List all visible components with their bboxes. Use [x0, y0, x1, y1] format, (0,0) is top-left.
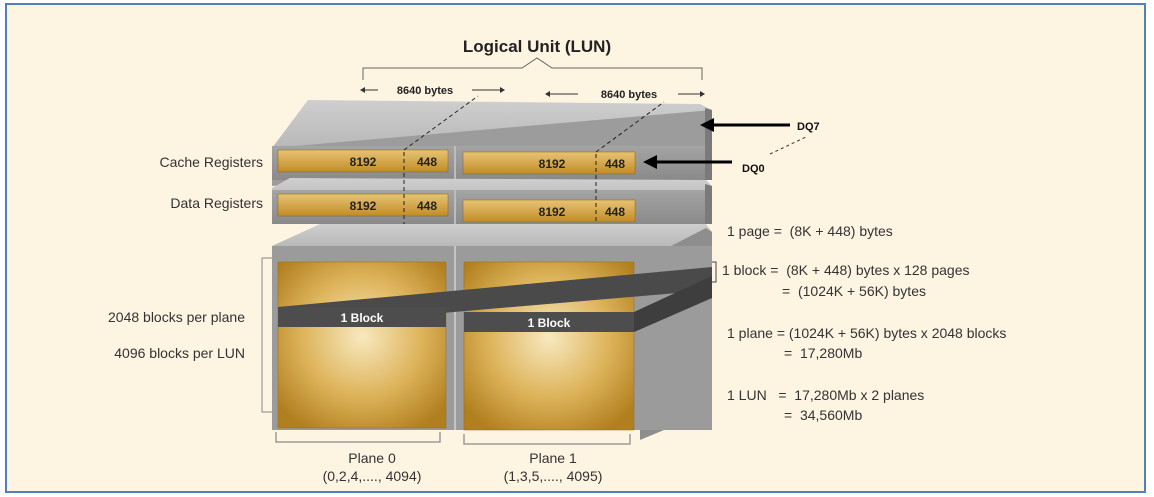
plane1-block-label: 1 Block [528, 316, 571, 330]
cache-plane0-main: 8192 [350, 155, 377, 169]
equation-plane-line2: = 17,280Mb [784, 345, 862, 361]
block-band: 1 Block 1 Block [278, 267, 712, 332]
plane0-width-marker: 8640 bytes [360, 85, 505, 97]
dq0-label: DQ0 [742, 163, 765, 175]
plane1-block-range: (1,3,5,...., 4095) [504, 468, 603, 484]
dq0-arrow: DQ0 [643, 155, 765, 175]
plane1-width-marker: 8640 bytes [545, 89, 705, 101]
data-plane0-main: 8192 [350, 199, 377, 213]
dq7-label: DQ7 [797, 121, 820, 133]
dq-dashed-link [769, 135, 809, 155]
blocks-per-plane-label: 2048 blocks per plane [108, 309, 245, 325]
cache-register-plane0: 8192 448 [277, 149, 449, 173]
equation-block-line1: 1 block = (8K + 448) bytes x 128 pages [722, 262, 970, 278]
cache-register-plane1: 8192 448 [462, 151, 636, 175]
data-plane0-spare: 448 [417, 199, 437, 213]
data-plane1-spare: 448 [605, 205, 625, 219]
data-register-plane0: 8192 448 [277, 193, 449, 217]
cache-plane1-main: 8192 [539, 157, 566, 171]
plane0-name: Plane 0 [348, 450, 396, 466]
plane0-array [277, 261, 447, 429]
plane0-block-label: 1 Block [341, 311, 384, 325]
equation-plane-line1: 1 plane = (1024K + 56K) bytes x 2048 blo… [727, 325, 1006, 341]
data-register-plane1: 8192 448 [462, 199, 636, 223]
blocks-bracket [261, 257, 272, 413]
equation-block-line2: = (1024K + 56K) bytes [782, 283, 926, 299]
equation-page: 1 page = (8K + 448) bytes [727, 223, 893, 239]
equation-lun-line1: 1 LUN = 17,280Mb x 2 planes [727, 387, 924, 403]
dq7-arrow: DQ7 [700, 118, 820, 133]
plane0-block-range: (0,2,4,...., 4094) [323, 468, 422, 484]
plane1-base-bracket [463, 434, 631, 445]
plane1-name: Plane 1 [529, 450, 577, 466]
data-registers-label: Data Registers [170, 195, 263, 211]
cache-plane1-spare: 448 [605, 157, 625, 171]
diagram-title: Logical Unit (LUN) [463, 37, 611, 56]
spare-area-divider [403, 95, 665, 228]
plane1-width-label: 8640 bytes [601, 89, 657, 101]
cache-plane0-spare: 448 [417, 155, 437, 169]
data-plane1-main: 8192 [539, 205, 566, 219]
equation-lun-line2: = 34,560Mb [784, 407, 862, 423]
block-equation-bracket [712, 261, 717, 283]
plane0-base-bracket [275, 432, 441, 443]
blocks-per-lun-label: 4096 blocks per LUN [114, 345, 245, 361]
lun-width-brace [362, 57, 703, 80]
cache-registers-label: Cache Registers [160, 154, 264, 170]
plane0-width-label: 8640 bytes [397, 85, 453, 97]
